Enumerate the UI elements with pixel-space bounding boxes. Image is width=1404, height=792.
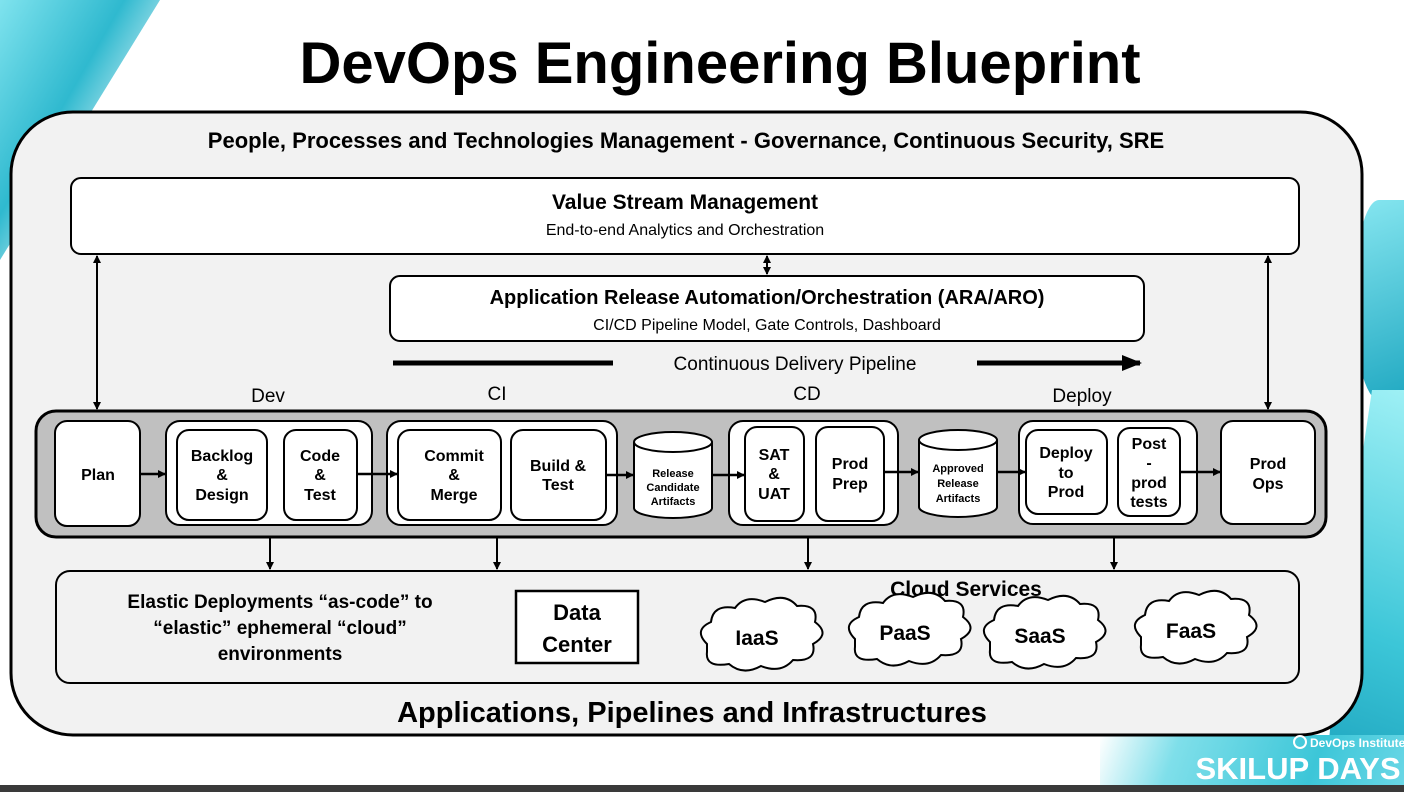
svg-text:DevOps Institute: DevOps Institute bbox=[1310, 736, 1404, 750]
approved-release-cylinder bbox=[918, 429, 998, 518]
stage-label: Prep bbox=[832, 476, 868, 493]
stage-commit-merge bbox=[397, 429, 502, 521]
stage-label: tests bbox=[1130, 494, 1167, 511]
cloud-saas-icon bbox=[983, 594, 1107, 670]
data-center-box bbox=[514, 589, 640, 665]
stage-label: Deploy bbox=[1039, 445, 1092, 462]
elastic-text: “elastic” ephemeral “cloud” bbox=[153, 618, 406, 639]
cloud-paas-label: PaaS bbox=[879, 622, 930, 645]
stage-label: Release bbox=[652, 468, 694, 480]
stage-label: SAT bbox=[759, 447, 790, 464]
infrastructure-box bbox=[55, 570, 1300, 684]
stage-label: Commit bbox=[424, 448, 484, 465]
stage-label: UAT bbox=[758, 486, 790, 503]
phase-cd: CD bbox=[793, 384, 820, 405]
phase-deploy: Deploy bbox=[1052, 386, 1112, 407]
stage-sat-uat bbox=[744, 426, 805, 522]
stage-label: Backlog bbox=[191, 448, 253, 465]
stage-deploy-to-prod bbox=[1025, 429, 1108, 515]
stage-label: & bbox=[768, 466, 780, 483]
decorative-swirl-bottom-band bbox=[1100, 735, 1404, 785]
stage-prod-prep bbox=[815, 426, 885, 522]
stage-label: Candidate bbox=[646, 482, 699, 494]
stage-label: Prod bbox=[1048, 484, 1084, 501]
stage-label: Test bbox=[304, 487, 336, 504]
page-title: DevOps Engineering Blueprint bbox=[299, 31, 1140, 96]
stage-label: & bbox=[314, 467, 326, 484]
ara-box bbox=[389, 275, 1145, 342]
data-center-label: Center bbox=[542, 632, 612, 657]
data-center-label: Data bbox=[553, 600, 601, 625]
cloud-faas-label: FaaS bbox=[1166, 620, 1216, 643]
elastic-text: environments bbox=[218, 644, 343, 665]
phase-ci: CI bbox=[488, 384, 507, 405]
bottom-bar bbox=[0, 785, 1404, 792]
stage-backlog-design bbox=[176, 429, 268, 521]
stage-label: prod bbox=[1131, 475, 1167, 492]
stage-label: Prod bbox=[1250, 456, 1286, 473]
skilup-days-logo: SKILUP DAYS bbox=[1195, 751, 1400, 786]
stage-label: Ops bbox=[1252, 476, 1283, 493]
stage-label: & bbox=[448, 467, 460, 484]
cloud-saas-label: SaaS bbox=[1014, 625, 1065, 648]
stage-label: Artifacts bbox=[936, 493, 981, 505]
stage-label: Design bbox=[195, 487, 248, 504]
stage-label: Build & bbox=[530, 458, 586, 475]
stage-plan-label: Plan bbox=[81, 467, 115, 484]
stage-label: Code bbox=[300, 448, 340, 465]
stage-label: Test bbox=[542, 477, 574, 494]
stage-label: & bbox=[216, 467, 228, 484]
vsm-subtitle: End-to-end Analytics and Orchestration bbox=[546, 222, 824, 239]
devops-institute-logo: DevOps Institute bbox=[1293, 735, 1404, 750]
stage-label: - bbox=[1146, 455, 1151, 472]
stage-label: Merge bbox=[430, 487, 477, 504]
footer-label: Applications, Pipelines and Infrastructu… bbox=[397, 697, 987, 729]
stage-prod-ops bbox=[1220, 420, 1316, 525]
value-stream-box bbox=[70, 177, 1300, 255]
stage-label: Approved bbox=[932, 463, 983, 475]
ara-title: Application Release Automation/Orchestra… bbox=[490, 287, 1045, 309]
stage-build-test bbox=[510, 429, 607, 521]
vsm-title: Value Stream Management bbox=[552, 191, 818, 214]
release-candidate-cylinder bbox=[633, 431, 713, 519]
cloud-paas-icon bbox=[848, 591, 972, 667]
stage-label: Release bbox=[937, 478, 979, 490]
stage-label: Post bbox=[1132, 436, 1167, 453]
cloud-iaas-label: IaaS bbox=[735, 627, 778, 650]
phase-dev: Dev bbox=[251, 386, 285, 407]
governance-header: People, Processes and Technologies Manag… bbox=[208, 128, 1164, 153]
stage-label: Artifacts bbox=[651, 496, 696, 508]
cloud-faas-icon bbox=[1134, 589, 1258, 665]
cloud-iaas-icon bbox=[700, 596, 824, 672]
ara-subtitle: CI/CD Pipeline Model, Gate Controls, Das… bbox=[593, 317, 941, 334]
stage-label: to bbox=[1058, 465, 1073, 482]
pipeline-label: Continuous Delivery Pipeline bbox=[674, 354, 917, 375]
stage-label: Prod bbox=[832, 456, 868, 473]
elastic-text: Elastic Deployments “as-code” to bbox=[127, 592, 432, 613]
